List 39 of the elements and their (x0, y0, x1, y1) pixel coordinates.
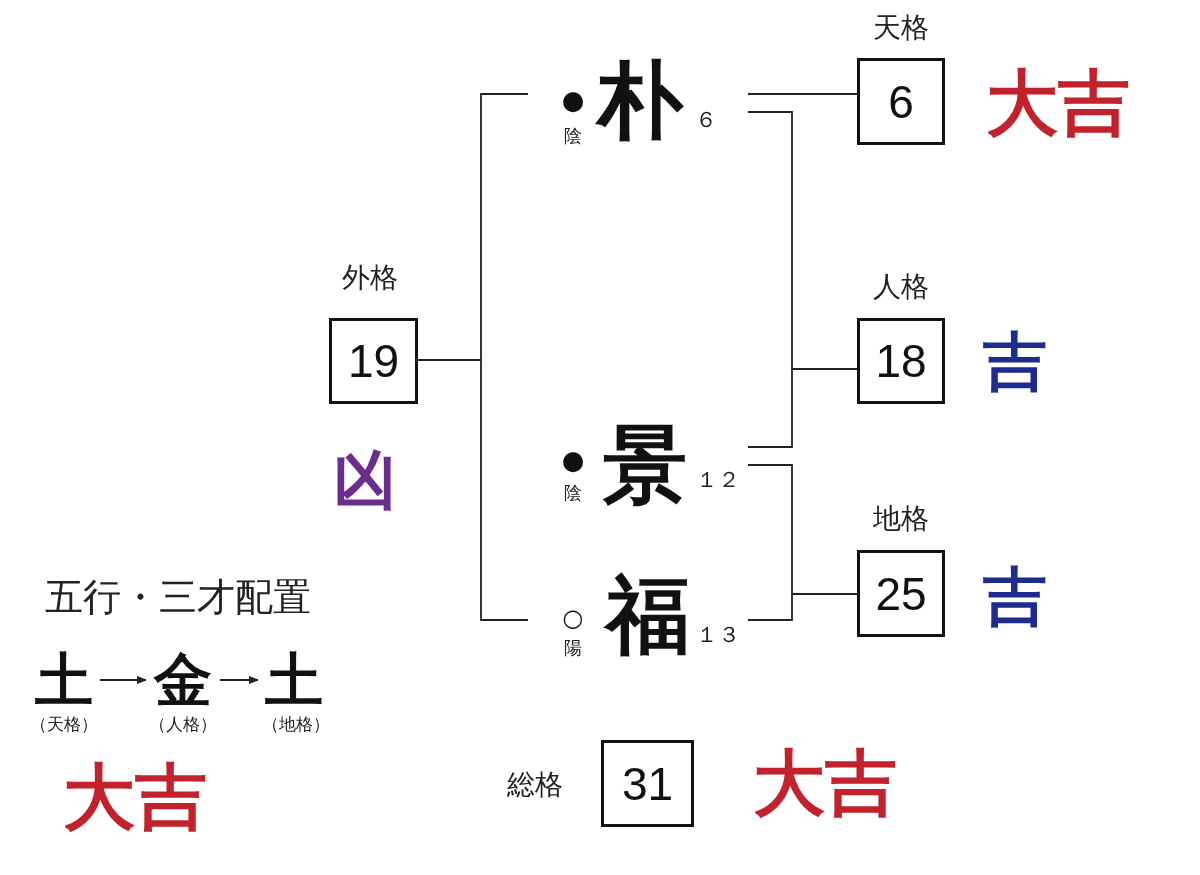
connector-line (417, 359, 529, 621)
element-character: 土 (265, 651, 323, 709)
arrow (219, 675, 259, 685)
arrow (99, 675, 147, 685)
section-heading: 五行・三才配置 (45, 578, 311, 616)
connector-line (747, 593, 858, 621)
yin-yang-label: 陽 (564, 639, 582, 657)
yin-yang-symbol: ○ (562, 606, 584, 630)
category-label: 地格 (873, 505, 929, 533)
category-label: 外格 (342, 264, 398, 292)
category-label: 人格 (873, 273, 929, 301)
score-value: 31 (621, 760, 674, 807)
name-character: 景 (603, 423, 687, 507)
stroke-count: ６ (695, 109, 717, 131)
category-label: （天格） (30, 715, 98, 733)
yin-yang-label: 陰 (564, 127, 582, 145)
fortune-rating: 大吉 (986, 67, 1130, 139)
element-character: 土 (35, 651, 93, 709)
fortune-rating: 大吉 (753, 747, 897, 819)
stroke-count: １３ (696, 624, 740, 646)
score-value: 18 (875, 338, 927, 384)
yin-yang-symbol: ● (561, 447, 585, 473)
category-label: （人格） (149, 715, 217, 733)
yin-yang-symbol: ● (561, 87, 585, 113)
element-character: 金 (154, 651, 212, 709)
score-value: 19 (347, 338, 400, 384)
connector-line (747, 368, 858, 448)
yin-yang-label: 陰 (564, 484, 582, 502)
fortune-rating: 大吉 (63, 761, 207, 833)
stroke-count: １２ (696, 469, 740, 491)
category-label: 天格 (873, 14, 929, 42)
fortune-rating: 吉 (983, 565, 1047, 629)
fortune-rating: 吉 (983, 330, 1047, 394)
category-label: （地格） (262, 715, 330, 733)
score-value: 6 (888, 78, 914, 125)
category-label: 総格 (507, 771, 563, 799)
fortune-rating: 凶 (333, 448, 397, 512)
score-value: 25 (875, 570, 927, 617)
connector-line (747, 93, 858, 95)
